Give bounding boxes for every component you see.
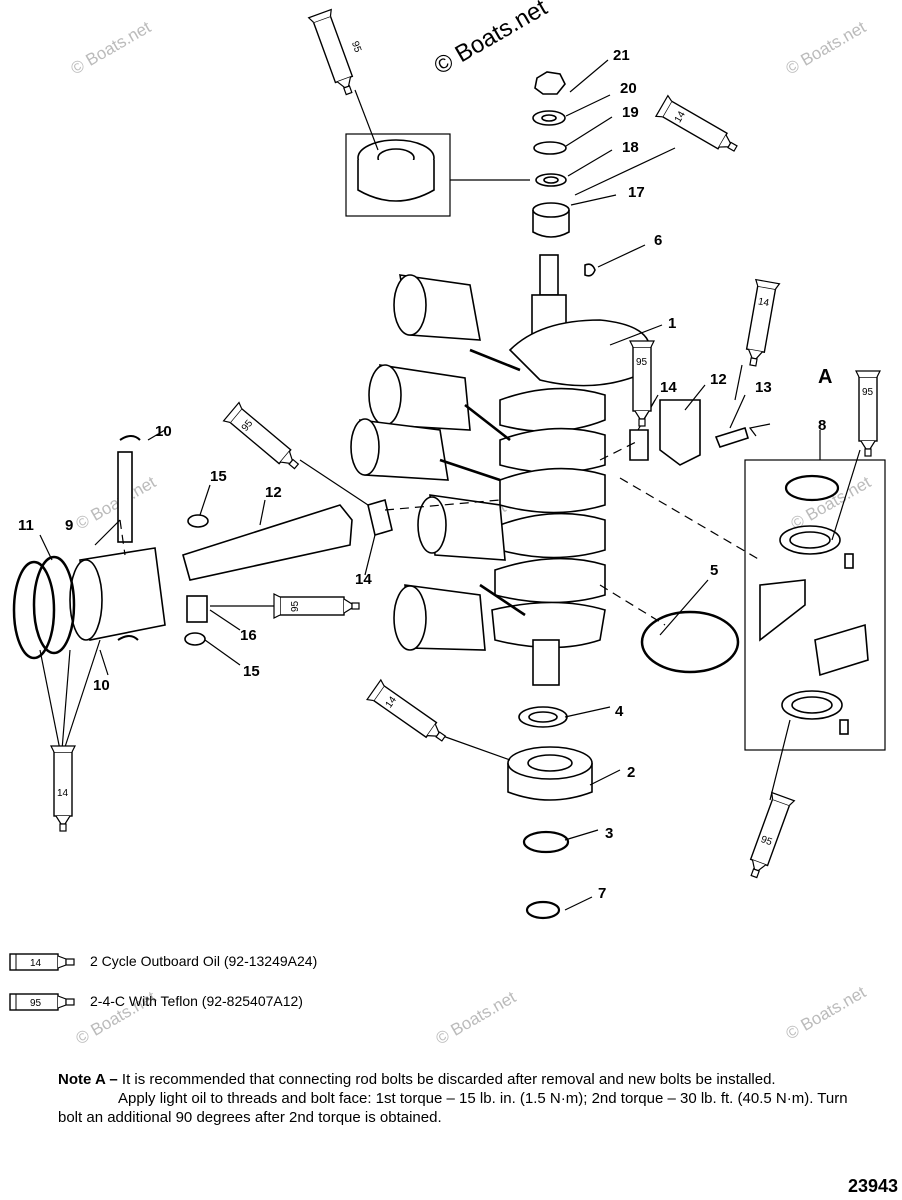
callout-10a: 10 (155, 423, 172, 440)
tube-14-icon: 14 (9, 953, 75, 971)
note-label: Note A – (58, 1071, 118, 1088)
note-a: Note A – It is recommended that connecti… (58, 1070, 848, 1127)
tube-14-bearing: 14 (366, 679, 452, 750)
svg-text:95: 95 (290, 600, 301, 612)
callout-labels: 1 2 3 4 5 6 7 8 9 10 10 11 12 12 13 14 1… (18, 47, 832, 902)
svg-text:14: 14 (757, 296, 770, 309)
callout-19: 19 (622, 104, 639, 121)
callout-20: 20 (620, 80, 637, 97)
watermark-top: © Boats.net (430, 0, 553, 80)
tube-95-icon: 95 (9, 993, 75, 1011)
tube-95-top: 95 (307, 8, 363, 99)
svg-text:95: 95 (759, 834, 774, 848)
callout-12b: 12 (710, 371, 727, 388)
callout-15a: 15 (210, 468, 227, 485)
watermark-8: © Boats.net (783, 982, 870, 1043)
callout-1: 1 (668, 315, 676, 332)
svg-text:14: 14 (673, 109, 688, 125)
svg-text:95: 95 (349, 40, 363, 55)
svg-text:14: 14 (30, 958, 42, 969)
callout-2: 2 (627, 764, 635, 781)
callout-4: 4 (615, 703, 624, 720)
callout-5: 5 (710, 562, 718, 579)
callout-8: 8 (818, 417, 826, 434)
callout-14a: 14 (660, 379, 677, 396)
crankshaft (350, 254, 651, 686)
tube-95-right: 95 (855, 370, 881, 457)
legend-text-14: 2 Cycle Outboard Oil (92-13249A24) (90, 953, 318, 969)
watermark-1: © Boats.net (68, 17, 155, 78)
watermark-7: © Boats.net (433, 987, 520, 1048)
tube-95-bottom: 95 (742, 791, 796, 882)
callout-16: 16 (240, 627, 257, 644)
callout-12a: 12 (265, 484, 282, 501)
bearing-kit-box (744, 459, 886, 751)
left-piston-group (12, 435, 393, 660)
callout-9: 9 (65, 517, 73, 534)
callout-3: 3 (605, 825, 613, 842)
tube-14-rings: 14 (50, 745, 76, 832)
callout-10b: 10 (93, 677, 110, 694)
legend-item-95: 95 2-4-C With Teflon (92-825407A12) (8, 990, 428, 1016)
svg-text:95: 95 (862, 387, 874, 398)
dashed-lines (119, 439, 761, 626)
top-stack-parts (532, 71, 596, 277)
lubricant-tubes: 95 14 14 95 95 95 95 14 14 95 (50, 8, 881, 882)
tube-95-rod: 95 (222, 401, 305, 477)
callout-18: 18 (622, 139, 639, 156)
callout-A: A (818, 366, 832, 388)
right-parts (507, 399, 771, 920)
note-line-2: Apply light oil to threads and bolt face… (58, 1090, 848, 1126)
watermark-2: © Boats.net (783, 17, 870, 78)
tube-95-mid: 95 (629, 340, 655, 427)
callout-13: 13 (755, 379, 772, 396)
callout-15b: 15 (243, 663, 260, 680)
legend-item-14: 14 2 Cycle Outboard Oil (92-13249A24) (8, 950, 428, 976)
callout-17: 17 (628, 184, 645, 201)
callout-6: 6 (654, 232, 662, 249)
callout-14b: 14 (355, 571, 372, 588)
callout-11: 11 (18, 517, 34, 534)
note-line-1: It is recommended that connecting rod bo… (117, 1071, 776, 1088)
watermark-5: © Boats.net (788, 472, 875, 533)
tube-14-mid-right: 14 (740, 278, 781, 369)
seal-inset (345, 133, 530, 217)
legend-text-95: 2-4-C With Teflon (92-825407A12) (90, 993, 303, 1009)
tube-14-top-right: 14 (655, 94, 743, 160)
tube-95-pin: 95 (273, 593, 360, 619)
callout-7: 7 (598, 885, 606, 902)
svg-text:95: 95 (636, 357, 648, 368)
svg-text:14: 14 (57, 788, 69, 799)
svg-text:95: 95 (30, 998, 42, 1009)
figure-number: 23943 (847, 1176, 898, 1196)
callout-21: 21 (613, 47, 630, 64)
